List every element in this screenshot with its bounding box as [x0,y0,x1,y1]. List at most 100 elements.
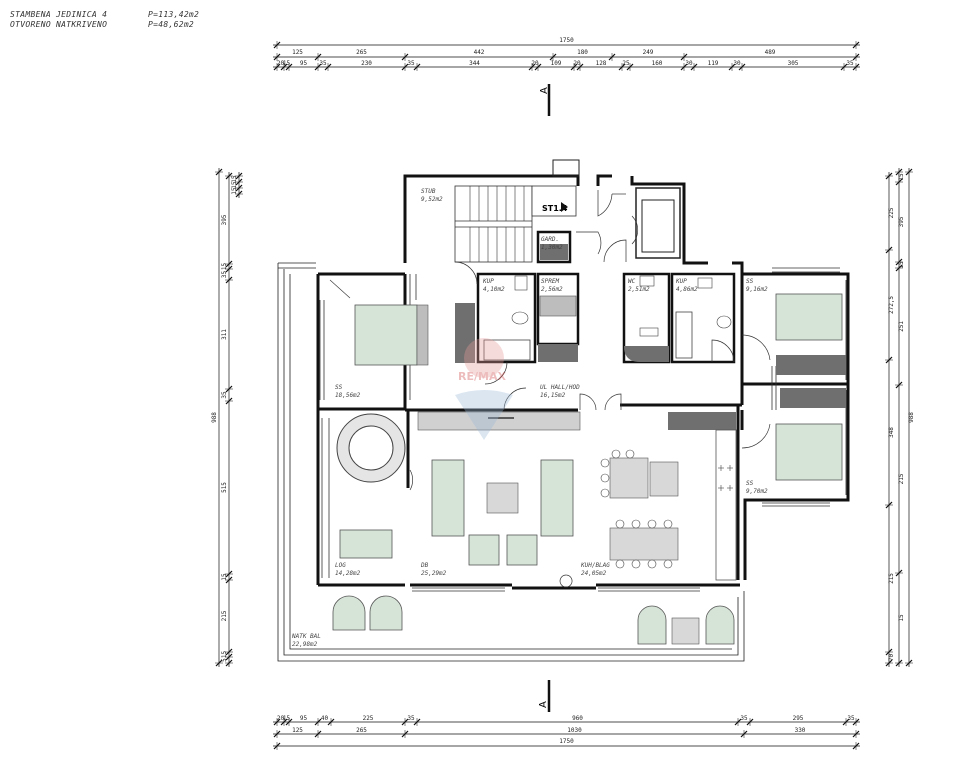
dimension-label: 960 [572,715,583,722]
dimension-tick [327,718,335,726]
dimension-tick [840,63,848,71]
dimension-label: 1750 [559,37,574,44]
dining-chair [647,519,657,529]
dimension-label: 25 [622,60,630,67]
room-name-spremiste: SPREM [541,278,559,285]
wardrobe [455,303,475,363]
dimension-label: 30 [685,60,693,67]
dimension-label: 348 [888,427,895,438]
armchair [506,534,538,566]
dimension-label: 442 [474,49,485,56]
dimension-tick [626,63,634,71]
dimension-tick [225,570,233,578]
dimension-tick [273,53,281,61]
dimension-tick [401,718,409,726]
dining-chair [631,559,641,569]
dimension-label: 160 [652,60,663,67]
dimension-tick [534,63,542,71]
dimension-label: 20 [573,60,581,67]
room-name-kup2: KUP [675,278,687,285]
dimension-label: 225 [888,207,895,218]
dimension-tick [852,742,860,750]
dimension-label: 35 [407,715,415,722]
toilet [511,311,529,325]
dining-chair [611,449,621,459]
dimension-tick [235,190,243,198]
walls [316,159,850,590]
watermark-text: RE/MAX [458,370,506,383]
dining-table-large [609,527,679,561]
dimension-tick [895,178,903,186]
dimension-tick [895,659,903,667]
watermark-logo: RE/MAX [455,338,513,440]
dimension-label: 305 [788,60,799,67]
room-name-kuh: KUH/BLAG [580,562,610,569]
dimension-tick [905,659,913,667]
dining-chair [615,519,625,529]
dimension-tick [852,41,860,49]
balcony-chair [637,605,667,645]
dining-chair [647,559,657,569]
dimension-tick [225,659,233,667]
room-area-kup1: 4,10m2 [483,286,505,293]
dimension-tick [885,356,893,364]
dimension-tick [740,730,748,738]
dimension-tick [225,397,233,405]
dining-chair [600,473,610,483]
dimension-tick [273,730,281,738]
dimension-tick [280,718,288,726]
section-marker-top-label: A [539,87,550,94]
dimension-tick [570,63,578,71]
dimension-label: 128 [596,60,607,67]
dimension-tick [235,184,243,192]
dimension-tick [885,246,893,254]
dimension-label: 251 [898,321,905,332]
dimension-tick [225,276,233,284]
dimension-label: 295 [793,715,804,722]
dimension-tick [225,576,233,584]
dimension-label: 225 [363,715,374,722]
dimension-label: 1750 [559,738,574,745]
dimension-label: 15 [231,187,238,195]
dimension-label: 395 [221,214,228,225]
dimension-tick [905,168,913,176]
room-name-garde: GARD. [541,236,559,243]
section-marker-bottom: A [538,680,551,712]
dimension-label: 344 [469,60,480,67]
dining-chair [663,559,673,569]
dimension-tick [225,265,233,273]
dimension-tick [549,53,557,61]
open-area: P=48,62m2 [148,20,195,29]
dimension-label: 15 [898,173,905,181]
room-area-kup2: 4,86m2 [676,286,698,293]
room-area-ss2: 9,70m2 [746,488,768,495]
balcony-chair [705,605,735,645]
dimension-label: 30 [733,60,741,67]
kitchen-counter [715,429,737,581]
unit-area: P=113,42m2 [148,10,200,19]
dimension-label: 265 [356,727,367,734]
balcony-chair [369,595,403,631]
dimension-tick [285,63,293,71]
dimension-tick [680,63,688,71]
dimension-tick [608,53,616,61]
dimension-tick [618,63,626,71]
dimension-label: 988 [908,412,915,423]
sofa-left [431,459,465,537]
open-label: OTVORENO NATKRIVENO [10,20,108,29]
dimension-tick [273,63,281,71]
armchair [468,534,500,566]
dimension-tick [690,63,698,71]
dining-chair [615,559,625,569]
room-area-stub: 9,52m2 [421,196,443,203]
dimension-tick [738,63,746,71]
dimension-label: 95 [300,715,308,722]
dimension-label: 15 [221,573,228,581]
room-name-hall: UL HALL/HOD [540,384,580,391]
unit-label: STAMBENA JEDINICA 4 [10,10,108,19]
dimension-tick [273,41,281,49]
room-area-log: 14,28m2 [335,570,361,577]
dimension-label: 489 [765,49,776,56]
shower [675,311,693,359]
